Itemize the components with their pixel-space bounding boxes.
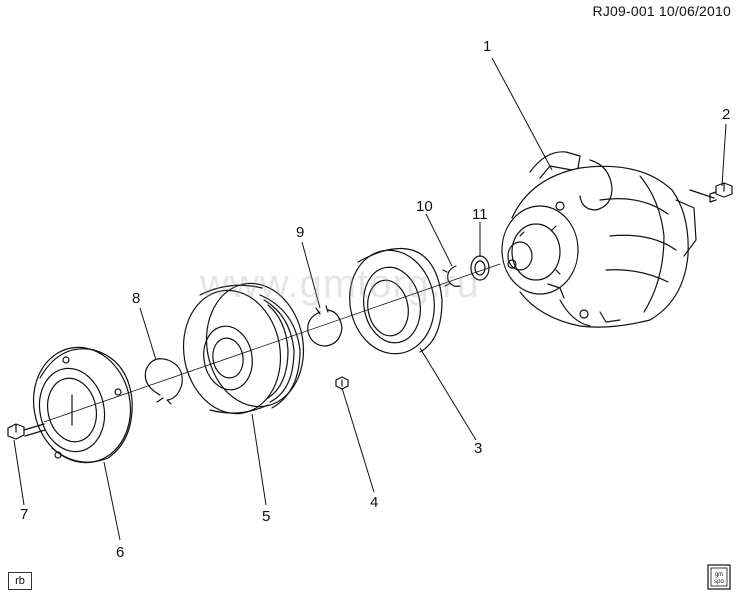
callout-3: 3 bbox=[474, 440, 483, 457]
callout-6: 6 bbox=[116, 544, 125, 561]
clutch-coil bbox=[349, 247, 443, 355]
callout-11: 11 bbox=[472, 206, 488, 223]
callout-5: 5 bbox=[262, 508, 271, 525]
author-mark: rb bbox=[8, 572, 32, 590]
document-id: RJ09-001 10/06/2010 bbox=[592, 3, 731, 19]
clutch-front-plate bbox=[32, 346, 133, 464]
watermark: www.gmtorg.ru bbox=[200, 262, 480, 306]
callout-10: 10 bbox=[416, 198, 433, 215]
callout-8: 8 bbox=[132, 290, 141, 307]
svg-text:gm: gm bbox=[715, 572, 723, 578]
snap-ring-inner bbox=[307, 305, 343, 347]
callout-1: 1 bbox=[483, 38, 492, 55]
callout-4: 4 bbox=[370, 494, 379, 511]
compressor-bolt bbox=[709, 182, 733, 203]
callout-7: 7 bbox=[20, 506, 29, 523]
gm-spo-logo: gm spo bbox=[707, 564, 731, 590]
assembly-axis bbox=[43, 263, 501, 423]
retaining-ring bbox=[442, 265, 461, 287]
callout-2: 2 bbox=[722, 106, 731, 123]
svg-text:spo: spo bbox=[714, 579, 724, 585]
compressor bbox=[501, 151, 715, 328]
callout-9: 9 bbox=[296, 224, 305, 241]
bolt bbox=[7, 423, 46, 440]
snap-ring-outer bbox=[144, 358, 183, 405]
pulley bbox=[182, 282, 305, 415]
coil-bolt bbox=[335, 376, 349, 390]
leader-lines bbox=[13, 57, 727, 541]
